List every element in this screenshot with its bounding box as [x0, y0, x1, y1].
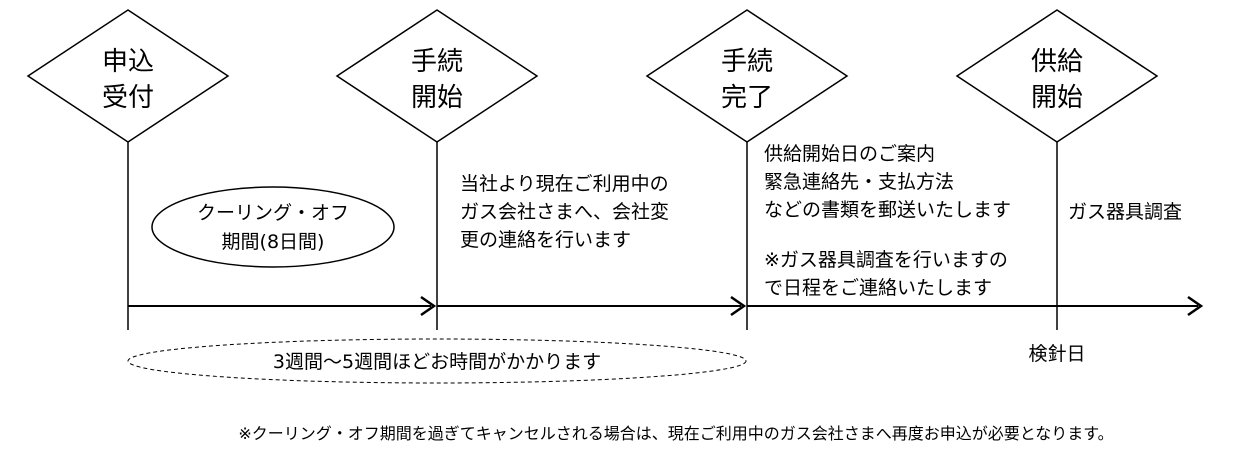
- milestone-diamond-procedure-start: [335, 9, 539, 143]
- milestone-diamond-application: [26, 9, 230, 143]
- milestone-label-procedure-start-line1: 手続: [411, 47, 463, 77]
- milestone-label-application-line2: 受付: [102, 83, 154, 113]
- milestone-diamond-procedure-complete: [645, 9, 849, 143]
- cooling-off-ellipse: [151, 186, 395, 268]
- notice-change-line1: 当社より現在ご利用中の: [460, 173, 669, 195]
- inspection-label: ガス器具調査: [1068, 201, 1182, 223]
- cooling-off-label-line1: クーリング・オフ: [197, 202, 349, 224]
- cooling-off-label-line2: 期間(8日間): [222, 231, 325, 253]
- notice-change-line2: ガス会社さまへ、会社変: [460, 201, 669, 223]
- arrow-head-2: [730, 295, 747, 317]
- duration-label: 3週間〜5週間ほどお時間がかかります: [273, 351, 601, 373]
- notice-docs-line4: ※ガス器具調査を行いますの: [764, 249, 1008, 271]
- footnote: ※クーリング・オフ期間を過ぎてキャンセルされる場合は、現在ご利用中のガス会社さま…: [238, 424, 1113, 443]
- milestone-label-procedure-start-line2: 開始: [411, 83, 463, 113]
- milestone-label-procedure-complete-line1: 手続: [721, 47, 773, 77]
- notice-docs-line2: 緊急連絡先・支払方法: [764, 171, 954, 193]
- notice-docs-line3: などの書類を郵送いたします: [764, 199, 1011, 221]
- milestone-diamond-supply-start: [955, 9, 1159, 143]
- milestone-label-supply-start-line2: 開始: [1031, 83, 1083, 113]
- milestone-label-procedure-complete-line2: 完了: [721, 83, 773, 113]
- milestone-label-application-line1: 申込: [102, 47, 154, 77]
- milestone-label-supply-start-line1: 供給: [1031, 47, 1083, 77]
- arrow-head-3: [1187, 295, 1204, 317]
- duration-ellipse: [127, 338, 747, 384]
- arrow-head-1: [420, 295, 437, 317]
- notice-docs-line1: 供給開始日のご案内: [764, 143, 935, 165]
- notice-change-line3: 更の連絡を行います: [460, 229, 631, 251]
- notice-docs-line5: で日程をご連絡いたします: [764, 277, 992, 299]
- meter-reading-label: 検針日: [1028, 343, 1085, 365]
